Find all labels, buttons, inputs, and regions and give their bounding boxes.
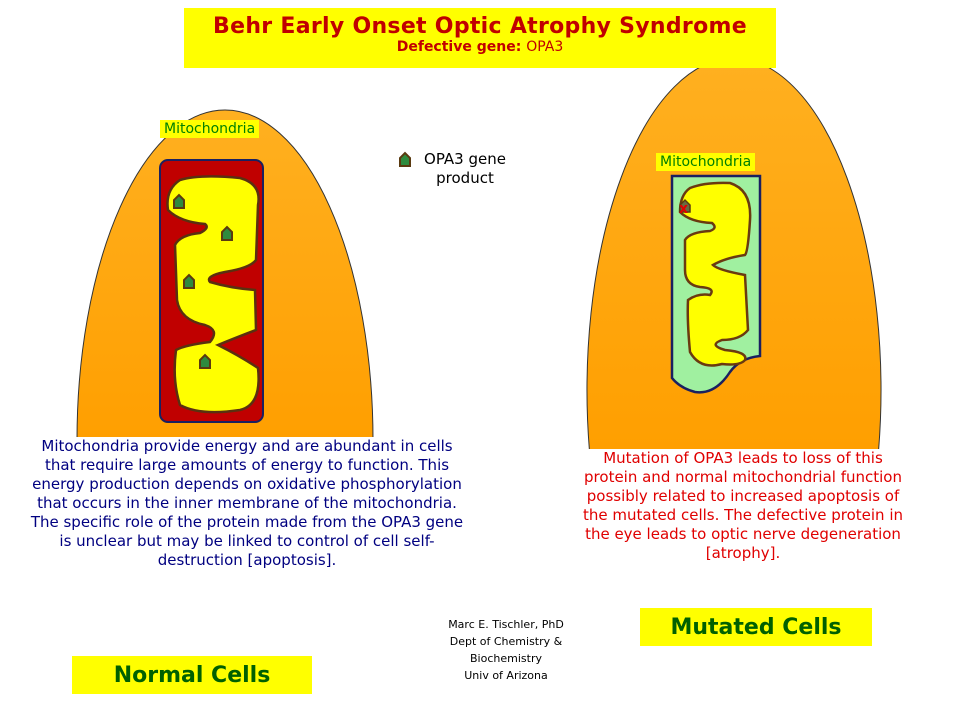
opa3-gene-product-icon	[173, 193, 185, 209]
credit-line: Marc E. Tischler, PhD	[448, 618, 564, 631]
legend-label: OPA3 gene product	[424, 150, 506, 187]
subtitle: Defective gene: OPA3	[184, 39, 776, 55]
credit-line: Biochemistry	[470, 652, 542, 665]
normal-mito-label: Mitochondria	[160, 120, 260, 138]
title-banner: Behr Early Onset Optic Atrophy Syndrome …	[184, 8, 776, 68]
opa3-gene-product-icon	[199, 353, 211, 369]
opa3-gene-product-icon	[221, 225, 233, 241]
normal-cells-label: Normal Cells	[72, 656, 312, 694]
credit-line: Univ of Arizona	[464, 669, 548, 682]
defective-gene-label: Defective gene:	[396, 39, 522, 55]
mutated-cells-label: Mutated Cells	[640, 608, 872, 646]
opa3-gene-product-icon	[183, 273, 195, 289]
mutated-mito-label: Mitochondria	[656, 153, 756, 171]
mutation-x-icon: x	[679, 201, 688, 217]
defective-gene-name: OPA3	[526, 39, 564, 55]
legend-opa3-icon	[399, 151, 411, 167]
page-title: Behr Early Onset Optic Atrophy Syndrome	[213, 14, 747, 39]
credit-line: Dept of Chemistry &	[449, 635, 563, 648]
opa3-gene-products	[173, 193, 233, 369]
normal-mitochondrion	[159, 159, 264, 423]
mutated-description: Mutation of OPA3 leads to loss of this p…	[582, 449, 904, 563]
normal-description: Mitochondria provide energy and are abun…	[26, 437, 468, 570]
author-credit: Marc E. Tischler, PhD Dept of Chemistry …	[416, 616, 596, 684]
mutated-mitochondrion: x	[670, 174, 762, 394]
